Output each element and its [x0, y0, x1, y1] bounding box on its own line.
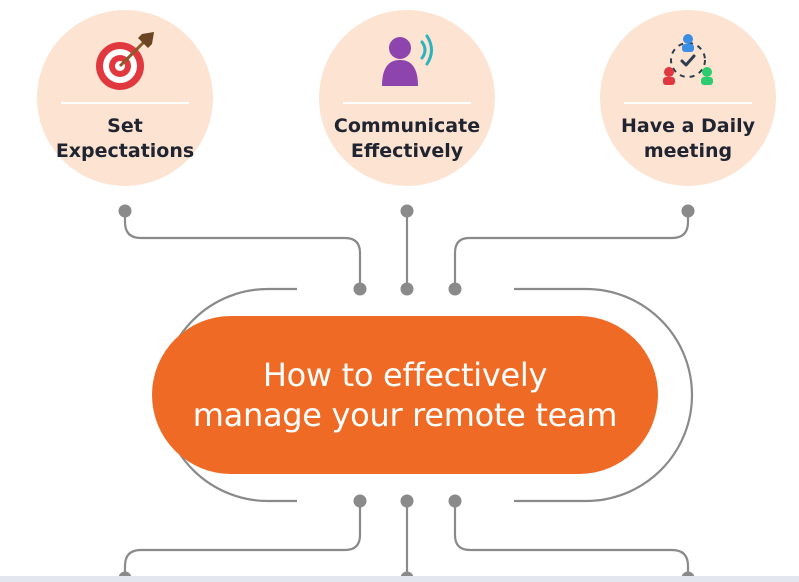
target-arrow-icon	[96, 32, 154, 90]
tip-daily-meeting: Have a Daily meeting	[600, 10, 776, 186]
node-dot	[448, 494, 462, 508]
outer-frame-right	[514, 287, 694, 503]
tip-divider	[343, 102, 471, 104]
tip-divider	[61, 102, 189, 104]
node-dot	[353, 282, 367, 296]
connector-set-expectations	[123, 211, 362, 289]
node-dot	[400, 494, 414, 508]
node-dot	[400, 204, 414, 218]
node-dot	[353, 494, 367, 508]
node-dot	[400, 282, 414, 296]
node-dot	[681, 204, 695, 218]
connector-bottom-left	[123, 501, 362, 582]
node-dot	[448, 282, 462, 296]
tip-set-expectations: Set Expectations	[37, 10, 213, 186]
tip-label: Have a Daily meeting	[620, 115, 756, 162]
team-meeting-icon	[663, 34, 713, 85]
center-title-box: How to effectively manage your remote te…	[152, 316, 658, 474]
tip-divider	[624, 102, 752, 104]
diagram-title: How to effectively manage your remote te…	[192, 356, 618, 434]
tip-label: Communicate Effectively	[333, 115, 481, 162]
connector-bottom-right	[453, 501, 690, 582]
connector-daily-meeting	[453, 211, 690, 289]
speaking-person-icon	[382, 34, 433, 86]
node-dot	[118, 204, 132, 218]
tip-communicate-effectively: Communicate Effectively	[319, 10, 495, 186]
tip-label: Set Expectations	[55, 115, 195, 162]
bottom-divider-strip	[0, 576, 799, 582]
